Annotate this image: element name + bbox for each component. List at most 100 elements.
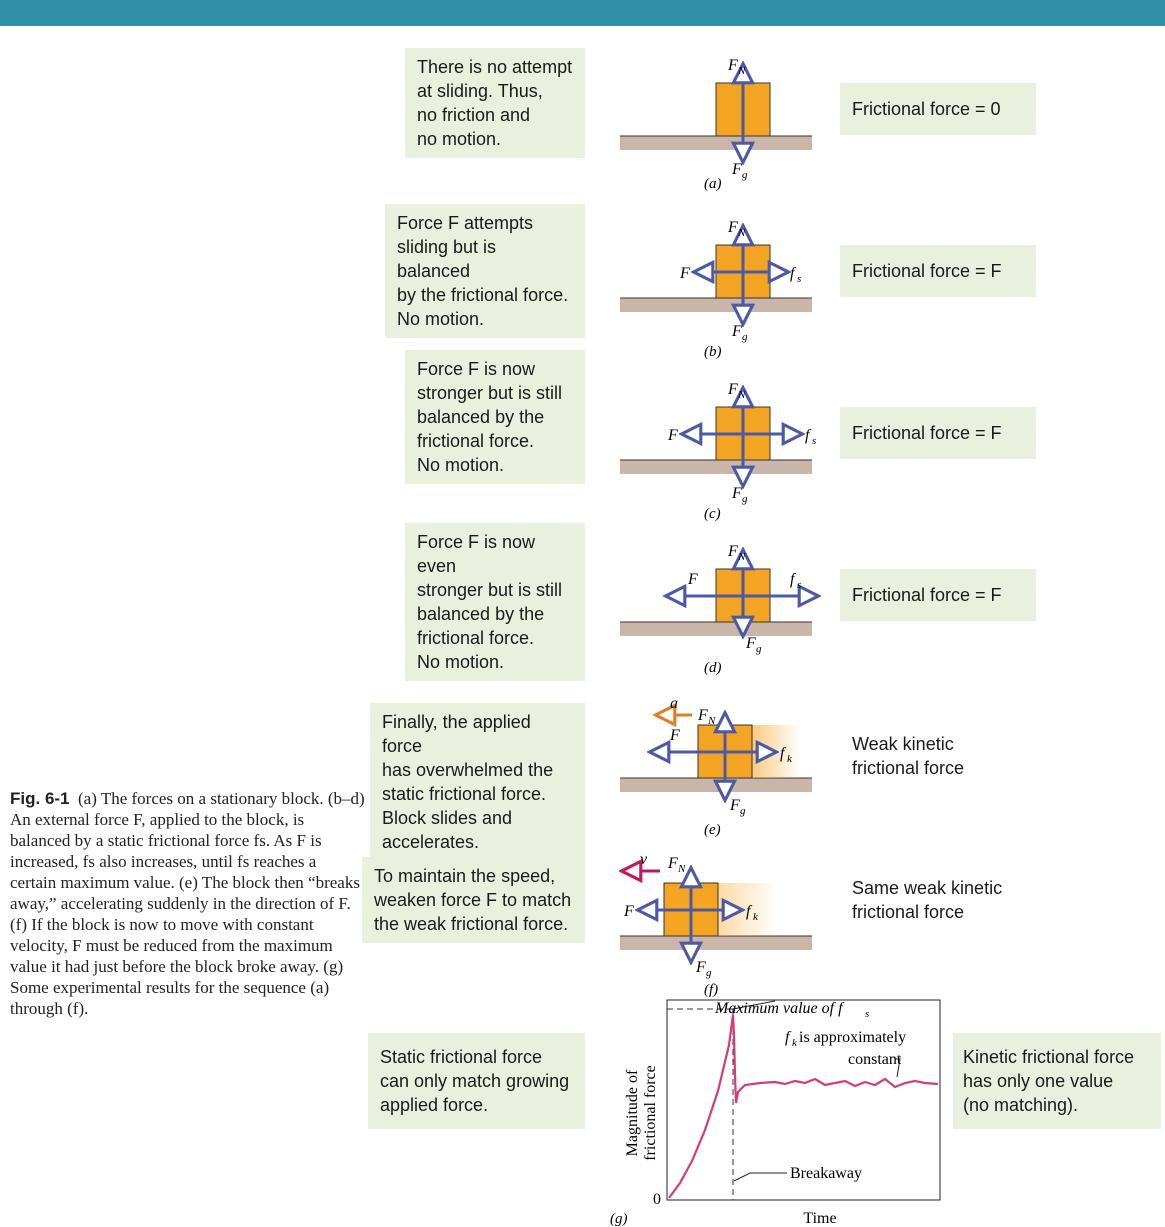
caption-title: Fig. 6-1 bbox=[10, 789, 70, 808]
svg-text:s: s bbox=[812, 435, 816, 447]
fs-label: f bbox=[790, 265, 797, 282]
result-line: Frictional force = F bbox=[852, 423, 1002, 443]
note-e: Finally, the applied force has overwhelm… bbox=[370, 703, 585, 861]
result-line: frictional force bbox=[852, 902, 965, 922]
note-line: Force F attempts bbox=[397, 213, 534, 233]
note-line: No motion. bbox=[417, 652, 505, 672]
note-line: can only match growing bbox=[380, 1071, 570, 1091]
result-b: Frictional force = F bbox=[840, 245, 1036, 297]
fn-label: F bbox=[727, 57, 738, 74]
fk-rest: is approximately bbox=[799, 1029, 906, 1046]
svg-text:F: F bbox=[727, 381, 738, 398]
svg-text:f: f bbox=[780, 745, 787, 762]
result-line: Frictional force = F bbox=[852, 261, 1002, 281]
note-line: by the frictional force. bbox=[397, 285, 569, 305]
graph-left-note: Static frictional force can only match g… bbox=[368, 1033, 585, 1129]
fk-leader bbox=[895, 1058, 901, 1078]
svg-text:N: N bbox=[737, 551, 746, 563]
a-label: a bbox=[670, 695, 678, 712]
graph-panel-label: (g) bbox=[610, 1211, 628, 1227]
result-line: Frictional force = 0 bbox=[852, 99, 1001, 119]
svg-text:F: F bbox=[731, 485, 742, 502]
svg-text:F: F bbox=[731, 323, 742, 340]
svg-text:s: s bbox=[797, 579, 801, 591]
note-line: frictional force. bbox=[417, 628, 535, 648]
svg-text:F: F bbox=[669, 727, 680, 744]
ground bbox=[620, 622, 812, 636]
result-line: Frictional force = F bbox=[852, 585, 1002, 605]
svg-text:g: g bbox=[742, 331, 748, 343]
result-line: frictional force bbox=[852, 758, 965, 778]
friction-graph: Magnitude of frictional force 0 Time (g)… bbox=[610, 999, 941, 1227]
svg-text:F: F bbox=[697, 707, 708, 724]
fk-label: f bbox=[785, 1029, 792, 1046]
note-line: balanced by the bbox=[417, 604, 545, 624]
note-line: No motion. bbox=[417, 455, 505, 475]
note-b: Force F attempts sliding but is balanced… bbox=[385, 204, 585, 338]
friction-curve bbox=[668, 1014, 939, 1199]
svg-text:g: g bbox=[742, 169, 748, 181]
ground bbox=[620, 460, 812, 474]
note-a: There is no attempt at sliding. Thus, no… bbox=[405, 48, 585, 158]
max-value-leader bbox=[732, 1000, 776, 1010]
max-value-sub: s bbox=[865, 1008, 869, 1020]
note-line: has overwhelmed the bbox=[382, 760, 554, 780]
result-f: Same weak kinetic frictional force bbox=[840, 862, 1030, 938]
svg-text:k: k bbox=[753, 911, 759, 923]
note-line: Static frictional force bbox=[380, 1047, 543, 1067]
note-d: Force F is now even stronger but is stil… bbox=[405, 523, 585, 681]
ground bbox=[620, 778, 812, 792]
panel-label: (d) bbox=[704, 660, 722, 676]
result-a: Frictional force = 0 bbox=[840, 83, 1036, 135]
panel-label: (a) bbox=[704, 176, 722, 192]
svg-text:F: F bbox=[727, 543, 738, 560]
note-line: sliding but is balanced bbox=[397, 237, 497, 281]
origin-label: 0 bbox=[653, 1191, 661, 1208]
note-line: stronger but is still bbox=[417, 383, 563, 403]
note-line: No motion. bbox=[397, 309, 485, 329]
note-line: the weak frictional force. bbox=[374, 914, 569, 934]
svg-text:N: N bbox=[737, 389, 746, 401]
figure-caption: Fig. 6-1 (a) The forces on a stationary … bbox=[10, 788, 365, 1019]
note-line: balanced by the bbox=[417, 407, 545, 427]
svg-text:N: N bbox=[707, 715, 716, 727]
panel-label: (c) bbox=[704, 506, 721, 522]
svg-text:F: F bbox=[687, 571, 698, 588]
max-value-label: Maximum value of f bbox=[714, 1000, 845, 1017]
fk-line2: constant bbox=[848, 1051, 902, 1068]
svg-text:g: g bbox=[740, 805, 746, 817]
note-line: Force F is now even bbox=[417, 532, 536, 576]
ground bbox=[620, 136, 812, 150]
svg-text:g: g bbox=[706, 967, 712, 979]
result-d: Frictional force = F bbox=[840, 569, 1036, 621]
svg-text:F: F bbox=[667, 855, 678, 872]
y-axis-label-1: Magnitude of bbox=[624, 1069, 641, 1156]
f-label: F bbox=[679, 265, 690, 282]
svg-text:F: F bbox=[623, 903, 634, 920]
svg-text:k: k bbox=[787, 753, 793, 765]
note-line: at sliding. Thus, bbox=[417, 81, 543, 101]
note-line: Kinetic frictional force bbox=[963, 1047, 1135, 1067]
svg-text:g: g bbox=[756, 643, 762, 655]
note-line: frictional force. bbox=[417, 431, 535, 451]
note-line: Force F is now bbox=[417, 359, 536, 379]
note-line: (no matching). bbox=[963, 1095, 1079, 1115]
note-line: applied force. bbox=[380, 1095, 489, 1115]
svg-text:F: F bbox=[695, 959, 706, 976]
top-color-bar bbox=[0, 0, 1165, 26]
panel-label: (e) bbox=[704, 822, 721, 838]
result-line: Same weak kinetic bbox=[852, 878, 1003, 898]
caption-text: (a) The forces on a stationary block. (b… bbox=[10, 789, 365, 1018]
result-c: Frictional force = F bbox=[840, 407, 1036, 459]
note-line: weaken force F to match bbox=[374, 890, 572, 910]
note-line: There is no attempt bbox=[417, 57, 573, 77]
svg-text:N: N bbox=[677, 863, 686, 875]
svg-text:s: s bbox=[797, 273, 801, 285]
svg-text:F: F bbox=[745, 635, 756, 652]
